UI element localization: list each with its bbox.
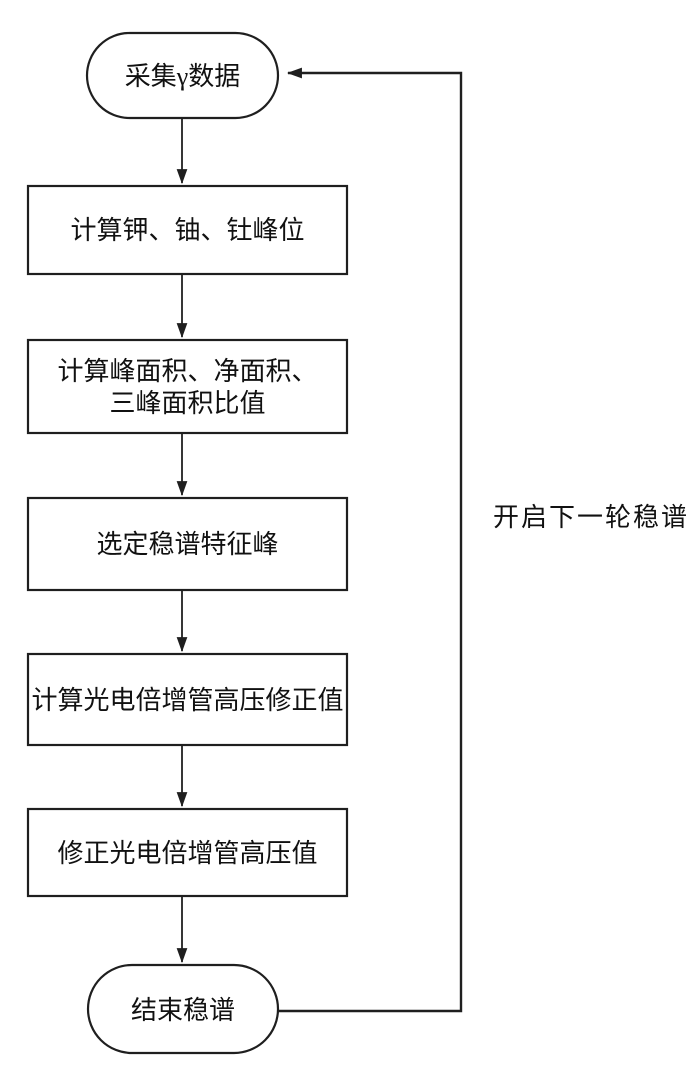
step4-process-shape bbox=[26, 652, 349, 747]
step3-process-shape bbox=[26, 496, 349, 592]
end-terminator-shape bbox=[86, 963, 280, 1055]
step2-process-label-line1: 计算峰面积、净面积、 bbox=[57, 357, 317, 386]
step4-process-label: 计算光电倍增管高压修正值 bbox=[31, 686, 343, 715]
start-terminator-label: 采集γ数据 bbox=[125, 62, 241, 91]
step1-process-label: 计算钾、铀、钍峰位 bbox=[70, 216, 304, 245]
step1-process-shape bbox=[26, 184, 349, 276]
node-step3-process: 选定稳谱特征峰 bbox=[26, 496, 349, 592]
node-end-terminator: 结束稳谱 bbox=[86, 963, 280, 1055]
step5-process-label: 修正光电倍增管高压值 bbox=[57, 839, 317, 868]
node-step4-process: 计算光电倍增管高压修正值 bbox=[26, 652, 349, 747]
step2-process-label-line2: 三峰面积比值 bbox=[109, 389, 265, 418]
node-step1-process: 计算钾、铀、钍峰位 bbox=[26, 184, 349, 276]
node-step5-process: 修正光电倍增管高压值 bbox=[26, 807, 349, 898]
step3-process-label: 选定稳谱特征峰 bbox=[96, 530, 278, 559]
node-step2-process: 计算峰面积、净面积、 三峰面积比值 bbox=[26, 338, 349, 435]
start-terminator-shape bbox=[85, 31, 280, 120]
loop-annotation-label: 开启下一轮稳谱 bbox=[493, 503, 689, 532]
step5-process-shape bbox=[26, 807, 349, 898]
node-start-terminator: 采集γ数据 bbox=[85, 31, 280, 120]
step2-process-shape bbox=[26, 338, 349, 435]
loop-feedback-arrow bbox=[278, 67, 463, 1013]
end-terminator-label: 结束稳谱 bbox=[131, 996, 235, 1025]
